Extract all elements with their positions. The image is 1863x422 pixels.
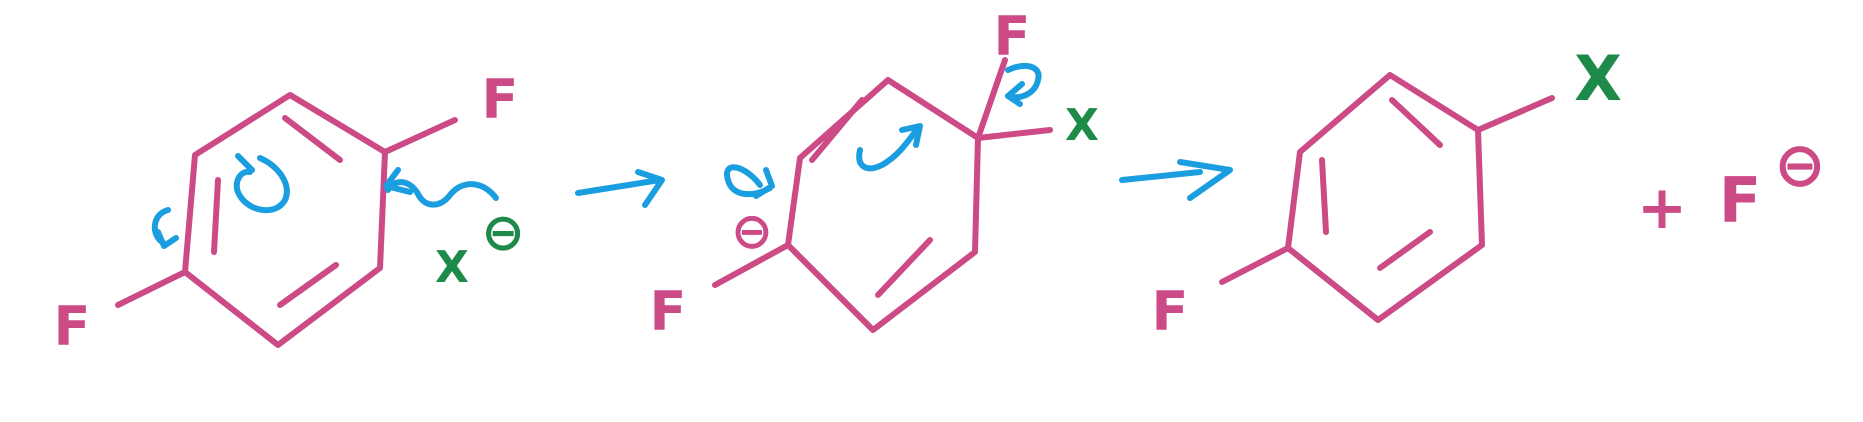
reactant-fluorine-bottom: F (54, 295, 91, 358)
intermediate-fluorine-top: F (994, 5, 1031, 68)
intermediate-curved-arrows (724, 62, 1042, 199)
product-nucleophile-substituent: X (1574, 42, 1622, 115)
curved-arrow-nucleophile-attack (385, 179, 499, 208)
reactant-substituent-bonds (115, 117, 458, 308)
reactant-nucleophile-label: X (435, 242, 469, 293)
fluoride-byproduct-label: F (1719, 164, 1761, 237)
reaction-arrow-1 (575, 169, 665, 208)
curved-arrow-charge-to-ring (724, 164, 773, 198)
curved-arrow-pi-bond-shift (233, 155, 290, 213)
fluoride-byproduct-charge: ⊖ (1774, 128, 1826, 201)
intermediate-nucleophile-label: X (1065, 100, 1099, 151)
curved-arrow-left-ring-head (155, 229, 179, 249)
product-fluorine-bottom: F (1152, 280, 1189, 343)
intermediate-molecule: F X F ⊖ (650, 5, 1099, 343)
curved-arrow-nucleophile-attack-head (383, 167, 413, 195)
curved-arrow-ring-shift (856, 125, 921, 172)
curved-arrow-fluoride-leave-head (1005, 81, 1025, 107)
reactant-curved-arrows (151, 153, 499, 249)
reaction-arrow-2 (1119, 159, 1233, 201)
product-molecule: X F (1152, 42, 1622, 343)
intermediate-fluorine-bottom: F (650, 280, 687, 343)
plus-sign: + (1637, 173, 1687, 243)
curved-arrow-pi-bond-shift-head (235, 153, 255, 173)
curved-arrow-fluoride-leave (1005, 62, 1042, 101)
reactant-benzene-ring (182, 92, 388, 348)
reactant-nucleophile-charge: ⊖ (481, 203, 525, 263)
reactant-fluorine-top: F (482, 68, 519, 131)
intermediate-ring (785, 77, 981, 333)
byproduct-group: + F ⊖ (1637, 128, 1826, 243)
reactant-molecule: F F X ⊖ (54, 68, 525, 358)
intermediate-ring-charge: ⊖ (731, 202, 773, 260)
curved-arrow-ring-shift-head (899, 123, 923, 148)
product-substituent-bonds (1219, 95, 1555, 285)
intermediate-substituent-bonds (712, 57, 1053, 288)
curved-arrow-charge-to-ring-head (753, 167, 775, 199)
product-benzene-ring (1285, 72, 1485, 323)
